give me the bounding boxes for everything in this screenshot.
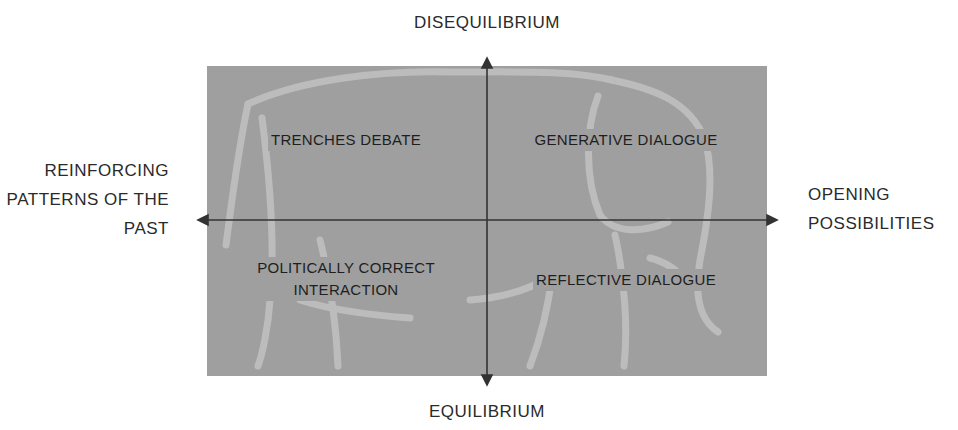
axis-label: EQUILIBRIUM — [429, 402, 545, 421]
elephant-tusk — [650, 258, 684, 280]
arrow-head — [767, 215, 777, 225]
axis-label: OPENING POSSIBILITIES — [808, 185, 935, 233]
elephant-trunk — [612, 80, 718, 332]
horizontal-axis — [206, 219, 769, 221]
elephant-back — [248, 72, 612, 104]
axis-label: REINFORCING PATTERNS OF THE PAST — [7, 161, 169, 238]
elephant-front-leg — [615, 235, 626, 366]
arrow-head — [198, 215, 208, 225]
quadrant-slot: REFLECTIVE DIALOGUE — [506, 269, 746, 291]
quadrant-label: REFLECTIVE DIALOGUE — [533, 269, 719, 291]
axis-label-box: DISEQUILIBRIUM — [337, 8, 637, 37]
arrow-head — [482, 375, 492, 385]
elephant-back-leg — [258, 118, 272, 366]
quadrant-slot: GENERATIVE DIALOGUE — [506, 129, 746, 151]
axis-label: DISEQUILIBRIUM — [414, 13, 560, 32]
quadrant-label: POLITICALLY CORRECT INTERACTION — [236, 257, 456, 301]
elephant-ear — [588, 96, 668, 230]
axis-label-box: REINFORCING PATTERNS OF THE PAST — [4, 156, 169, 243]
elephant-belly — [470, 275, 552, 300]
elephant-front-leg — [530, 275, 552, 366]
axes — [198, 58, 777, 385]
axis-label-box: EQUILIBRIUM — [337, 397, 637, 426]
axis-label-box: OPENING POSSIBILITIES — [808, 180, 954, 238]
elephant-belly — [300, 300, 410, 318]
arrow-head — [482, 58, 492, 68]
quadrant-label: TRENCHES DEBATE — [268, 129, 424, 151]
quadrant-label: GENERATIVE DIALOGUE — [532, 129, 721, 151]
elephant-outline — [226, 72, 718, 366]
elephant-tail — [226, 104, 248, 245]
vertical-axis — [486, 66, 488, 377]
quadrant-slot: POLITICALLY CORRECT INTERACTION — [236, 257, 456, 301]
